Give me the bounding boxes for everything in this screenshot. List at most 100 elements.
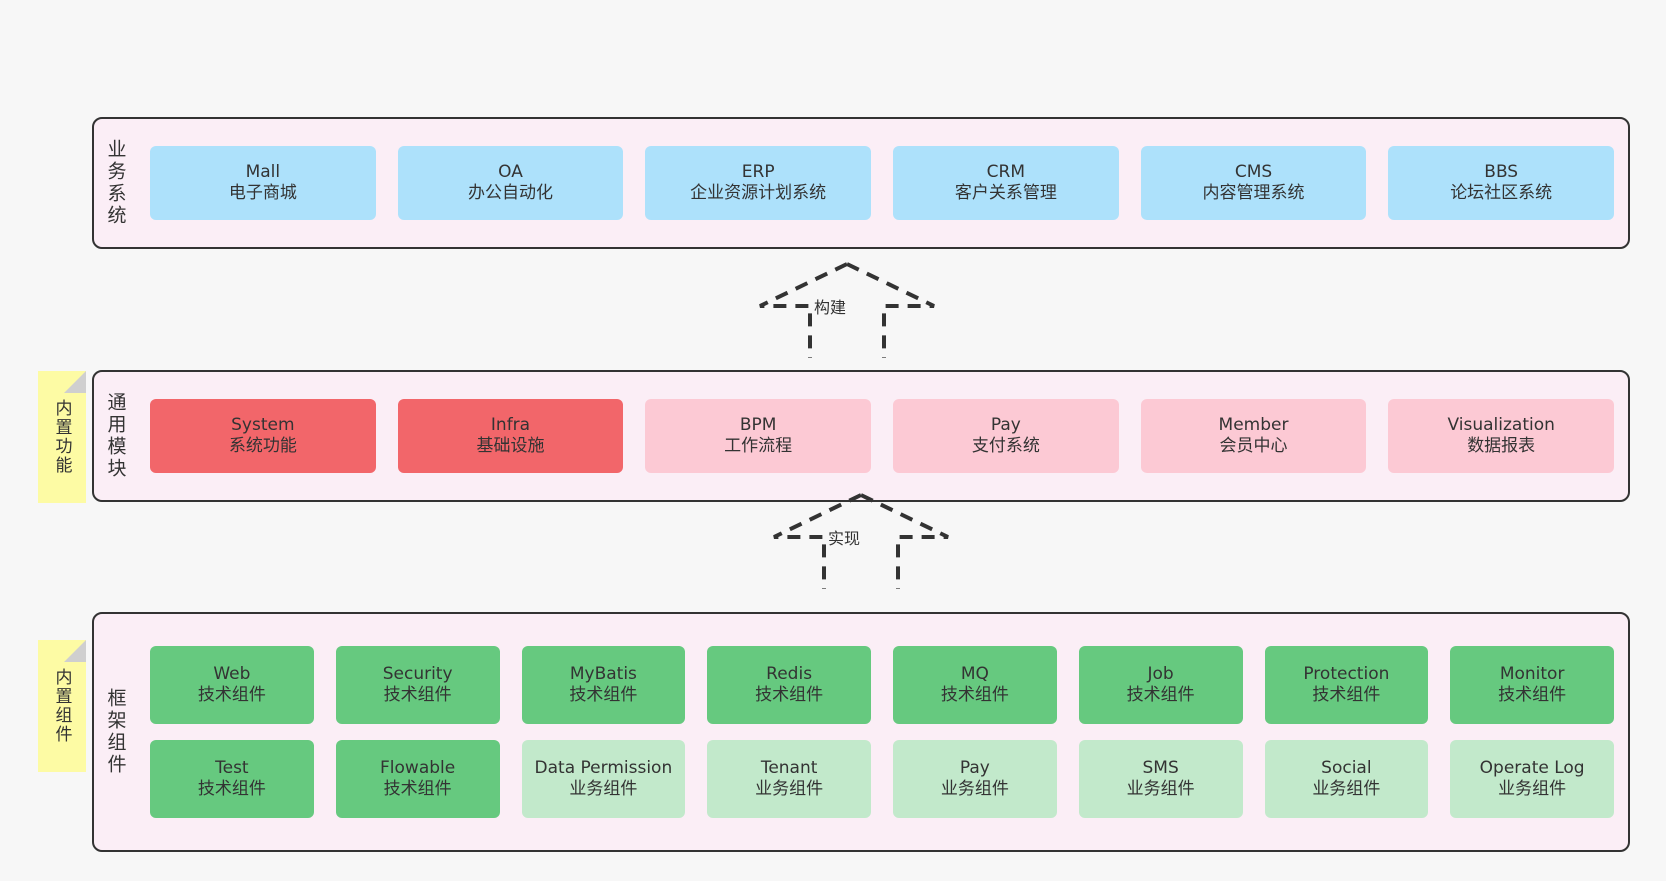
node-subtitle: 技术组件 <box>1312 685 1381 705</box>
node-subtitle: 支付系统 <box>971 436 1040 456</box>
node-subtitle: 工作流程 <box>724 436 793 456</box>
node-title: Pay <box>990 414 1021 435</box>
node-operate-log[interactable]: Operate Log 业务组件 <box>1450 740 1614 818</box>
node-member[interactable]: Member 会员中心 <box>1140 399 1367 473</box>
node-title: CRM <box>986 161 1026 182</box>
layer-body-common-modules: System 系统功能 Infra 基础设施 BPM 工作流程 Pay 支付系统… <box>136 372 1628 500</box>
node-title: BBS <box>1484 161 1519 182</box>
node-system[interactable]: System 系统功能 <box>150 399 376 473</box>
layer-label-business-system: 业务系统 <box>104 139 127 227</box>
node-title: Pay <box>959 757 990 778</box>
generalization-arrow-icon <box>759 262 935 358</box>
sticky-note-builtin-features: 内置功能 <box>38 371 86 503</box>
node-title: Redis <box>766 663 813 684</box>
node-title: Test <box>215 757 249 778</box>
node-row: System 系统功能 Infra 基础设施 BPM 工作流程 Pay 支付系统… <box>150 399 1615 473</box>
node-subtitle: 内容管理系统 <box>1202 183 1305 203</box>
node-title: ERP <box>741 161 775 182</box>
node-job[interactable]: Job 技术组件 <box>1078 646 1243 724</box>
node-monitor[interactable]: Monitor 技术组件 <box>1450 646 1614 724</box>
node-infra[interactable]: Infra 基础设施 <box>397 399 624 473</box>
node-subtitle: 办公自动化 <box>468 183 553 203</box>
node-security[interactable]: Security 技术组件 <box>335 646 500 724</box>
node-subtitle: 业务组件 <box>1498 779 1567 799</box>
sticky-note-label: 内置功能 <box>51 399 72 475</box>
node-subtitle: 技术组件 <box>755 685 824 705</box>
node-pay[interactable]: Pay 支付系统 <box>893 399 1119 473</box>
node-subtitle: 业务组件 <box>940 779 1009 799</box>
node-protection[interactable]: Protection 技术组件 <box>1264 646 1429 724</box>
node-pay-component[interactable]: Pay 业务组件 <box>893 740 1057 818</box>
node-bbs[interactable]: BBS 论坛社区系统 <box>1388 146 1615 220</box>
node-title: SMS <box>1142 757 1179 778</box>
layer-body-business-system: Mall 电子商城 OA 办公自动化 ERP 企业资源计划系统 CRM 客户关系… <box>136 119 1628 247</box>
node-cms[interactable]: CMS 内容管理系统 <box>1140 146 1367 220</box>
node-title: Monitor <box>1499 663 1565 684</box>
node-title: Web <box>213 663 251 684</box>
node-title: Social <box>1321 757 1372 778</box>
node-redis[interactable]: Redis 技术组件 <box>707 646 871 724</box>
sticky-note-builtin-components: 内置组件 <box>38 640 86 772</box>
node-subtitle: 技术组件 <box>569 685 638 705</box>
node-subtitle: 客户关系管理 <box>954 183 1057 203</box>
node-title: MyBatis <box>569 663 637 684</box>
node-subtitle: 数据报表 <box>1467 436 1536 456</box>
node-subtitle: 业务组件 <box>755 779 824 799</box>
node-mall[interactable]: Mall 电子商城 <box>150 146 376 220</box>
node-erp[interactable]: ERP 企业资源计划系统 <box>645 146 872 220</box>
node-title: Flowable <box>380 757 456 778</box>
node-subtitle: 基础设施 <box>476 436 545 456</box>
node-title: Data Permission <box>534 757 673 778</box>
node-mq[interactable]: MQ 技术组件 <box>893 646 1057 724</box>
node-title: OA <box>498 161 523 182</box>
node-visualization[interactable]: Visualization 数据报表 <box>1388 399 1615 473</box>
node-sms[interactable]: SMS 业务组件 <box>1078 740 1243 818</box>
node-subtitle: 系统功能 <box>228 436 297 456</box>
node-bpm[interactable]: BPM 工作流程 <box>645 399 872 473</box>
layer-body-framework-components: Web 技术组件 Security 技术组件 MyBatis 技术组件 Redi… <box>136 614 1628 850</box>
node-tenant[interactable]: Tenant 业务组件 <box>707 740 871 818</box>
layer-common-modules[interactable]: 通用模块 System 系统功能 Infra 基础设施 BPM 工作流程 Pay… <box>92 370 1630 502</box>
node-subtitle: 技术组件 <box>940 685 1009 705</box>
node-row: Mall 电子商城 OA 办公自动化 ERP 企业资源计划系统 CRM 客户关系… <box>150 146 1615 220</box>
node-oa[interactable]: OA 办公自动化 <box>397 146 624 220</box>
sticky-note-label: 内置组件 <box>51 668 72 744</box>
node-data-permission[interactable]: Data Permission 业务组件 <box>521 740 686 818</box>
node-title: Job <box>1147 663 1174 684</box>
node-title: Visualization <box>1447 414 1555 435</box>
node-web[interactable]: Web 技术组件 <box>150 646 314 724</box>
node-title: Infra <box>490 414 531 435</box>
layer-framework-components[interactable]: 框架组件 Web 技术组件 Security 技术组件 MyBatis 技术组件… <box>92 612 1630 852</box>
node-subtitle: 业务组件 <box>1312 779 1381 799</box>
node-test[interactable]: Test 技术组件 <box>150 740 314 818</box>
node-social[interactable]: Social 业务组件 <box>1264 740 1429 818</box>
node-title: Protection <box>1303 663 1390 684</box>
node-subtitle: 业务组件 <box>569 779 638 799</box>
node-title: BPM <box>739 414 777 435</box>
node-row: Web 技术组件 Security 技术组件 MyBatis 技术组件 Redi… <box>150 646 1614 724</box>
node-subtitle: 技术组件 <box>1498 685 1567 705</box>
node-title: MQ <box>960 663 989 684</box>
node-title: Tenant <box>760 757 818 778</box>
node-subtitle: 技术组件 <box>383 779 452 799</box>
layer-business-system[interactable]: 业务系统 Mall 电子商城 OA 办公自动化 ERP 企业资源计划系统 CRM… <box>92 117 1630 249</box>
connector-label-build: 构建 <box>814 298 847 317</box>
node-subtitle: 电子商城 <box>228 183 297 203</box>
layer-label-common-modules: 通用模块 <box>104 392 127 480</box>
node-title: Mall <box>245 161 281 182</box>
connector-label-implement: 实现 <box>828 529 861 548</box>
generalization-arrow-icon <box>773 493 949 589</box>
node-subtitle: 业务组件 <box>1126 779 1195 799</box>
node-title: System <box>231 414 295 435</box>
node-subtitle: 企业资源计划系统 <box>690 183 827 203</box>
node-subtitle: 论坛社区系统 <box>1450 183 1553 203</box>
node-subtitle: 会员中心 <box>1219 436 1288 456</box>
node-title: Member <box>1218 414 1289 435</box>
node-title: Security <box>382 663 453 684</box>
node-mybatis[interactable]: MyBatis 技术组件 <box>521 646 686 724</box>
node-subtitle: 技术组件 <box>197 779 266 799</box>
node-crm[interactable]: CRM 客户关系管理 <box>893 146 1119 220</box>
node-flowable[interactable]: Flowable 技术组件 <box>335 740 500 818</box>
node-subtitle: 技术组件 <box>1126 685 1195 705</box>
